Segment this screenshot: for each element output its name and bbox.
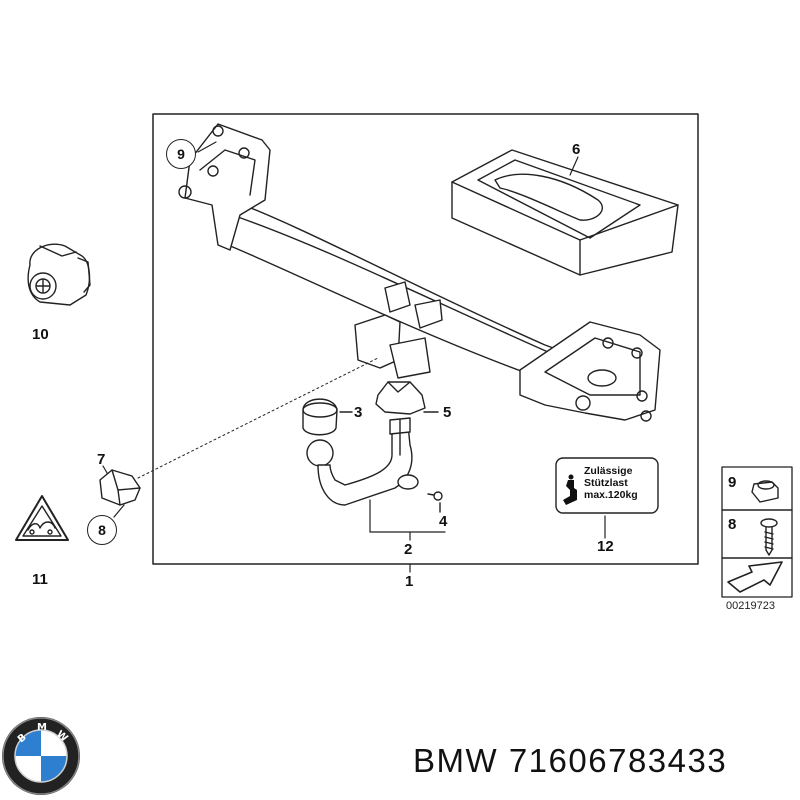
electrical-socket-drawing — [27, 243, 91, 306]
bmw-logo: B M W — [2, 717, 80, 795]
callout-3: 3 — [354, 404, 363, 421]
brand-name: BMW — [413, 742, 499, 779]
leader-line — [137, 357, 379, 479]
diagram-reference-number: 00219723 — [726, 600, 775, 612]
part-caption: BMW 71606783433 — [413, 742, 727, 780]
callout-10: 10 — [32, 326, 49, 343]
protective-cap-drawing — [302, 398, 353, 436]
side-callout-8: 8 — [728, 516, 737, 533]
hitch-pictogram — [563, 474, 577, 505]
socket-mount-drawing — [375, 381, 439, 415]
callout-5: 5 — [443, 404, 452, 421]
side-panel-drawing — [721, 466, 793, 598]
callout-2: 2 — [404, 541, 413, 558]
callout-6: 6 — [572, 141, 581, 158]
callout-12: 12 — [597, 538, 614, 555]
callout-11: 11 — [32, 571, 48, 588]
callout-1: 1 — [405, 573, 414, 590]
callout-9: 9 — [166, 139, 196, 169]
callout-7: 7 — [97, 451, 106, 468]
small-bolt-drawing — [427, 491, 443, 513]
side-callout-9: 9 — [728, 474, 737, 491]
part-number: 71606783433 — [508, 742, 728, 779]
svg-text:M: M — [37, 722, 47, 733]
sign-line-3: max.120kg — [584, 489, 638, 501]
load-sign-text: Zulässige Stützlast max.120kg — [584, 465, 662, 501]
svg-text:W: W — [54, 729, 70, 745]
sign-line-1: Zulässige — [584, 465, 633, 477]
callout-4: 4 — [439, 513, 448, 530]
sign-line-2: Stützlast — [584, 477, 628, 489]
assembly-frame — [152, 113, 699, 565]
warning-triangle-drawing — [15, 495, 69, 541]
load-sign-plate — [555, 457, 659, 514]
callout-8: 8 — [87, 515, 117, 545]
plug-holder-drawing — [99, 469, 141, 506]
tow-bar-beam — [178, 123, 661, 422]
storage-tray-drawing — [451, 149, 679, 276]
ball-neck-drawing — [306, 417, 419, 506]
